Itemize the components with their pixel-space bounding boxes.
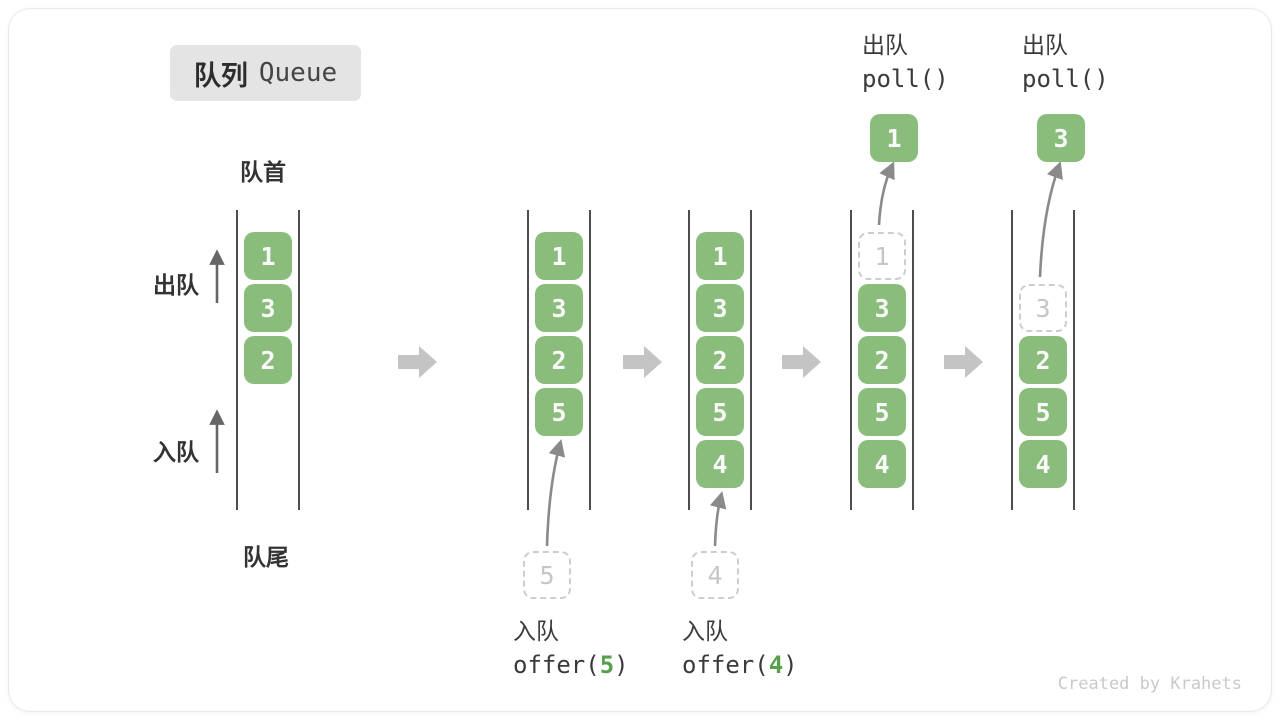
queue-item: 4 bbox=[858, 440, 906, 488]
queue-wall-left bbox=[527, 210, 529, 510]
queue-wall-right bbox=[589, 210, 591, 510]
staging-item: 5 bbox=[523, 551, 571, 599]
flow-arrow-icon bbox=[623, 345, 663, 379]
dequeue-caption-code: poll() bbox=[862, 65, 949, 93]
dequeue-caption-zh: 出队 bbox=[862, 32, 908, 58]
queue-item: 5 bbox=[535, 388, 583, 436]
queue-wall-right bbox=[750, 210, 752, 510]
watermark: Created by Krahets bbox=[1057, 674, 1242, 694]
queue-item: 3 bbox=[535, 284, 583, 332]
queue-wall-left bbox=[1011, 210, 1013, 510]
enqueue-caption-zh: 入队 bbox=[682, 618, 728, 644]
polled-item: 1 bbox=[870, 114, 918, 162]
title-en: Queue bbox=[258, 58, 338, 88]
queue-item: 2 bbox=[1019, 336, 1067, 384]
queue-item-ghost: 1 bbox=[858, 232, 906, 280]
queue-item: 3 bbox=[696, 284, 744, 332]
flow-arrow-icon bbox=[944, 345, 984, 379]
queue-item: 2 bbox=[535, 336, 583, 384]
code-text: ) bbox=[783, 651, 798, 679]
queue-item: 2 bbox=[696, 336, 744, 384]
queue-item-ghost: 3 bbox=[1019, 284, 1067, 332]
flow-arrow-icon bbox=[398, 345, 438, 379]
queue-item: 1 bbox=[244, 232, 292, 280]
code-text: offer( bbox=[682, 651, 769, 679]
queue-item: 3 bbox=[244, 284, 292, 332]
queue-item: 1 bbox=[535, 232, 583, 280]
enqueue-caption-zh: 入队 bbox=[513, 618, 559, 644]
queue-wall-right bbox=[298, 210, 300, 510]
label-queue-front: 队首 bbox=[240, 159, 286, 185]
code-text: offer( bbox=[513, 651, 600, 679]
queue-wall-left bbox=[236, 210, 238, 510]
code-argument: 4 bbox=[768, 651, 784, 679]
queue-item: 5 bbox=[858, 388, 906, 436]
staging-item: 4 bbox=[691, 551, 739, 599]
queue-wall-left bbox=[688, 210, 690, 510]
code-argument: 5 bbox=[599, 651, 615, 679]
label-dequeue: 出队 bbox=[153, 272, 199, 298]
queue-item: 1 bbox=[696, 232, 744, 280]
title-zh: 队列 bbox=[193, 60, 248, 91]
polled-item: 3 bbox=[1037, 114, 1085, 162]
queue-item: 2 bbox=[244, 336, 292, 384]
label-enqueue: 入队 bbox=[153, 439, 199, 465]
flow-arrow-icon bbox=[782, 345, 822, 379]
queue-item: 5 bbox=[1019, 388, 1067, 436]
queue-item: 3 bbox=[858, 284, 906, 332]
queue-item: 4 bbox=[696, 440, 744, 488]
dequeue-caption-code: poll() bbox=[1022, 65, 1109, 93]
queue-wall-right bbox=[912, 210, 914, 510]
queue-item: 5 bbox=[696, 388, 744, 436]
queue-item: 2 bbox=[858, 336, 906, 384]
queue-wall-left bbox=[850, 210, 852, 510]
code-text: ) bbox=[614, 651, 629, 679]
enqueue-caption-code: offer(5) bbox=[513, 648, 629, 682]
title-badge: 队列 Queue bbox=[170, 45, 361, 101]
queue-item: 4 bbox=[1019, 440, 1067, 488]
label-queue-rear: 队尾 bbox=[243, 544, 289, 570]
queue-wall-right bbox=[1073, 210, 1075, 510]
enqueue-caption-code: offer(4) bbox=[682, 648, 798, 682]
dequeue-caption-zh: 出队 bbox=[1022, 32, 1068, 58]
